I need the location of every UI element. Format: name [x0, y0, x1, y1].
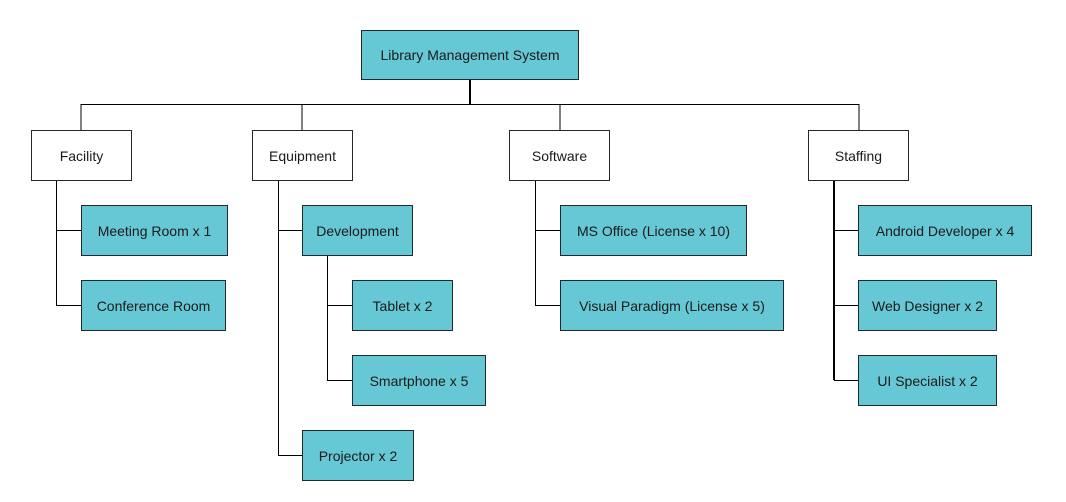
- leaf-node-ui-specialist: UI Specialist x 2: [858, 355, 997, 406]
- category-node-staffing: Staffing: [808, 130, 909, 181]
- category-node-facility: Facility: [31, 130, 132, 181]
- leaf-node-android-developer: Android Developer x 4: [858, 205, 1032, 256]
- category-node-equipment: Equipment: [252, 130, 353, 181]
- leaf-node-ms-office: MS Office (License x 10): [560, 205, 747, 256]
- root-node: Library Management System: [361, 30, 579, 80]
- leaf-node-tablet: Tablet x 2: [352, 280, 453, 331]
- subcategory-node-development: Development: [302, 205, 413, 256]
- leaf-node-smartphone: Smartphone x 5: [352, 355, 486, 406]
- leaf-node-web-designer: Web Designer x 2: [858, 280, 997, 331]
- leaf-node-conference-room: Conference Room: [81, 280, 226, 331]
- category-node-software: Software: [509, 130, 610, 181]
- leaf-node-meeting-room: Meeting Room x 1: [81, 205, 228, 256]
- leaf-node-visual-paradigm: Visual Paradigm (License x 5): [560, 280, 784, 331]
- leaf-node-projector: Projector x 2: [302, 430, 414, 481]
